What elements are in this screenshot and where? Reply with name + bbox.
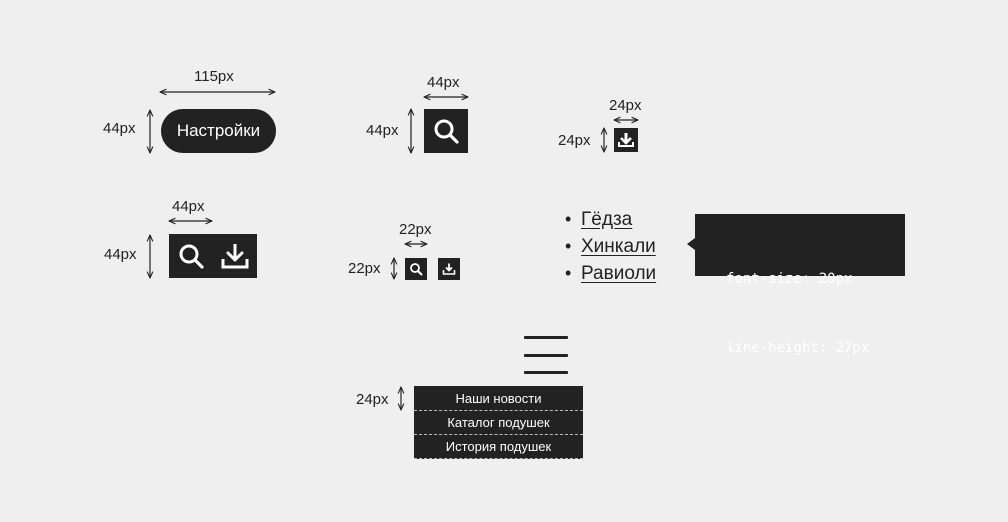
download-icon [442,263,456,275]
download-button-small[interactable] [614,128,638,152]
dropdown-menu: Наши новости Каталог подушек История под… [414,386,583,459]
dim-label-22-h: 22px [348,260,381,277]
link-list: • Гёдза • Хинкали • Равиоли [565,206,656,287]
dim-label-44-search-h: 44px [366,122,399,139]
search-icon [434,119,459,144]
list-item: • Хинкали [565,233,656,260]
list-bullet: • [565,209,572,229]
search-button-group[interactable] [169,234,213,278]
tooltip-line-font-size: font-size: 20px [726,271,853,287]
dim-label-44-group-h: 44px [104,246,137,263]
dim-label-24-h: 24px [558,132,591,149]
dim-label-24-w: 24px [609,97,642,114]
list-bullet: • [565,263,572,283]
dim-label-44-group-w: 44px [172,198,205,215]
download-icon [618,133,634,147]
list-link-khinkali[interactable]: Хинкали [581,236,656,257]
download-icon [221,244,249,269]
list-link-ravioli[interactable]: Равиоли [581,263,657,284]
hamburger-menu-icon[interactable] [524,336,568,374]
dim-label-44-search-w: 44px [427,74,460,91]
search-button-small[interactable] [405,258,427,280]
list-item: • Равиоли [565,260,656,287]
tooltip: font-size: 20px line-height: 27px [695,214,905,356]
list-item: • Гёдза [565,206,656,233]
menu-item-catalog[interactable]: Каталог подушек [414,410,583,434]
list-bullet: • [565,236,572,256]
icon-group-44 [169,234,257,278]
settings-button-label: Настройки [176,121,261,140]
dim-label-22-w: 22px [399,221,432,238]
search-button-large[interactable] [424,109,468,153]
download-button-group[interactable] [213,234,257,278]
search-icon [179,244,204,269]
dim-label-44-pill: 44px [103,120,136,137]
dim-label-115: 115px [194,68,234,85]
download-button-xsmall[interactable] [438,258,460,280]
tooltip-arrow [687,238,695,250]
tooltip-line-line-height: line-height: 27px [726,340,870,356]
search-icon [410,263,423,276]
list-link-gyoza[interactable]: Гёдза [581,209,633,230]
menu-item-history[interactable]: История подушек [414,434,583,458]
menu-item-news[interactable]: Наши новости [455,390,542,406]
settings-button[interactable]: Настройки [161,109,276,153]
dim-label-24-menu: 24px [356,391,389,408]
